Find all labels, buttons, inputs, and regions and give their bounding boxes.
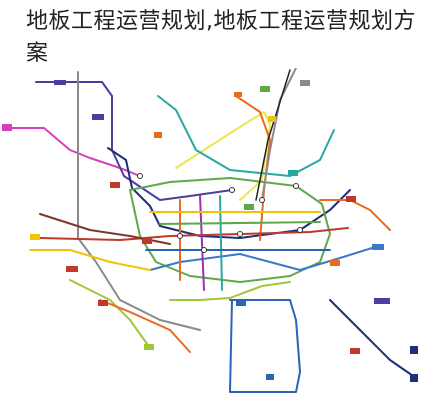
metro-line-red	[39, 227, 349, 241]
station-box	[330, 260, 340, 266]
station-markers	[2, 80, 418, 382]
metro-map	[0, 68, 422, 400]
metro-line-navy	[107, 147, 351, 239]
metro-line-northeast	[261, 68, 298, 201]
interchange-dot	[259, 197, 265, 203]
station-box	[110, 182, 120, 188]
metro-map-svg	[2, 68, 418, 393]
station-box	[144, 344, 154, 350]
station-box	[154, 132, 162, 138]
metro-line-teal	[157, 95, 335, 177]
interchange-dots	[137, 173, 303, 253]
metro-line-purple	[35, 81, 233, 201]
metro-line-inner-3	[219, 195, 223, 291]
interchange-dot	[293, 183, 299, 189]
page-title: 地板工程运营规划,地板工程运营规划方案	[26, 9, 416, 66]
station-box	[350, 348, 360, 354]
interchange-dot	[201, 247, 207, 253]
interchange-dot	[137, 173, 143, 179]
station-box	[346, 196, 356, 202]
station-box	[92, 114, 104, 120]
metro-line-east	[319, 199, 391, 231]
metro-line-southwest-2	[99, 299, 191, 353]
interchange-dot	[177, 233, 183, 239]
interchange-dot	[297, 227, 303, 233]
station-box	[410, 374, 418, 382]
metro-line-south-loop	[229, 299, 301, 393]
station-box	[66, 266, 78, 272]
metro-line-yellow	[175, 111, 271, 201]
station-box	[266, 374, 274, 380]
station-box	[142, 238, 152, 244]
station-box	[236, 300, 246, 306]
metro-line-inner-2	[199, 195, 205, 291]
interchange-dot	[229, 187, 235, 193]
station-box	[54, 80, 66, 85]
metro-line-gray	[77, 71, 201, 331]
station-box	[410, 346, 418, 354]
station-box	[98, 300, 108, 306]
metro-line-southeast	[329, 299, 417, 379]
metro-line-orange	[235, 95, 271, 241]
metro-line-magenta	[5, 127, 141, 177]
station-box	[300, 80, 310, 86]
station-box	[288, 170, 298, 176]
station-box	[268, 116, 276, 122]
station-box	[2, 124, 12, 131]
metro-line-west	[29, 249, 151, 271]
station-box	[372, 244, 384, 250]
metro-line-blue	[149, 247, 373, 271]
metro-line-black	[255, 69, 291, 201]
station-box	[260, 86, 270, 92]
station-box	[374, 298, 390, 304]
station-box	[244, 204, 254, 210]
interchange-dot	[237, 231, 243, 237]
metro-line-southwest	[69, 279, 151, 349]
station-box	[234, 92, 242, 97]
station-box	[30, 234, 40, 240]
metro-line-inner-6	[159, 221, 321, 225]
metro-line-green	[129, 177, 331, 283]
metro-line-lime	[169, 281, 291, 301]
